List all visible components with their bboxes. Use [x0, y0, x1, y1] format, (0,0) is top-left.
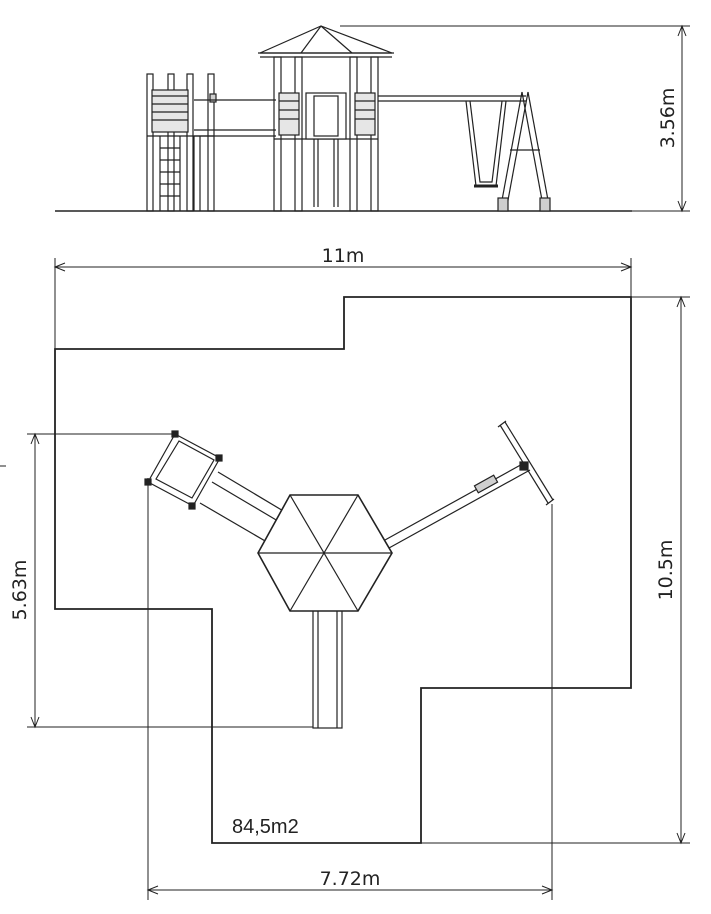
left-dimension [0, 432, 315, 729]
width-dimension [53, 258, 633, 349]
left-tower [146, 73, 217, 212]
depth-dimension [421, 295, 690, 845]
height-dimension [340, 24, 690, 213]
swing-plan [384, 420, 555, 549]
swing [378, 91, 551, 212]
plan-view: 11m 10.5m 5.63m 7.72m [0, 245, 690, 900]
bottom-dim-label: 7.72m [320, 868, 381, 890]
bridge-arm [199, 471, 291, 546]
tunnel-bridge [193, 99, 276, 211]
square-tower-plan [144, 430, 223, 510]
left-dim-label: 5.63m [9, 560, 31, 621]
area-label: 84,5m2 [232, 816, 299, 838]
equipment-plan [144, 420, 555, 729]
width-label: 11m [322, 245, 365, 267]
bottom-dimension [146, 478, 554, 900]
slide [305, 92, 347, 207]
slide-plan [312, 595, 343, 729]
ladder [159, 136, 181, 211]
elevation-view: 3.56m [55, 24, 690, 213]
safety-zone-outline [54, 296, 632, 844]
central-tower [258, 25, 394, 212]
height-label: 3.56m [657, 88, 679, 149]
depth-label: 10.5m [655, 540, 677, 601]
hexagon-roof-plan [257, 494, 393, 612]
